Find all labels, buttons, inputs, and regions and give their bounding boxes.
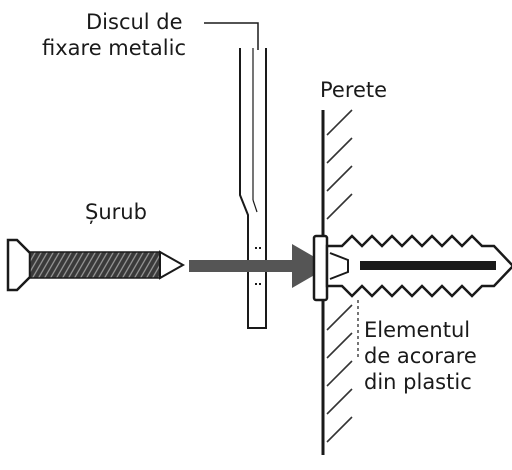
anchor-slot <box>360 261 496 270</box>
screw-label: Șurub <box>85 200 147 224</box>
screw <box>6 238 186 292</box>
screw-thread <box>29 251 161 279</box>
bracket-label-line2: fixare metalic <box>42 36 186 60</box>
anchor-flange <box>312 234 329 302</box>
wall-hatching <box>326 109 353 443</box>
screw-head <box>6 238 32 292</box>
anchor-mouth <box>329 252 349 280</box>
screw-tip <box>159 250 186 280</box>
bracket-hole-dots <box>255 247 261 285</box>
bracket-leader-line <box>204 22 259 50</box>
metal-bracket <box>239 48 267 329</box>
bracket-label-line1: Discul de <box>86 10 183 34</box>
insertion-arrow <box>189 244 330 288</box>
wall-label: Perete <box>320 78 388 102</box>
anchor-label-line2: de acorare <box>364 344 477 368</box>
anchor-label-line1: Elementul <box>364 318 471 342</box>
anchor-label-line3: din plastic <box>364 370 472 394</box>
plastic-anchor <box>312 234 512 302</box>
